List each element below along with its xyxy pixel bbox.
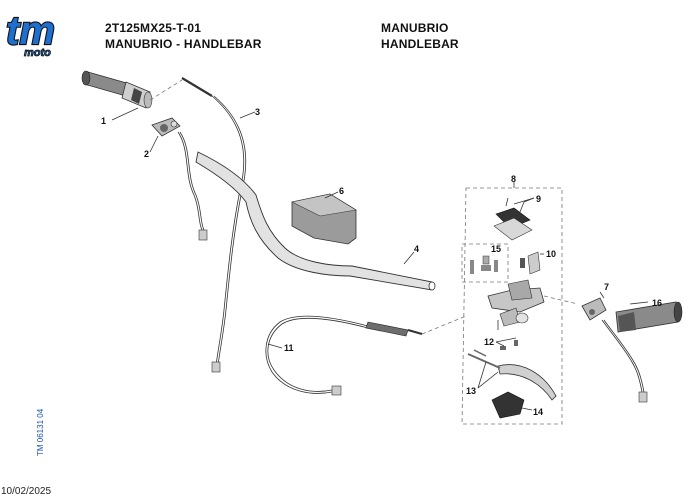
part-number-11: 11 [284,343,294,353]
part-number-12: 12 [484,337,494,347]
part-number-1: 1 [101,116,106,126]
title-italian: MANUBRIO [381,21,449,35]
throttle-grip-assembly [81,70,153,121]
left-switch-assembly [149,117,208,241]
part-number-6: 6 [339,186,344,196]
drawing-date: 10/02/2025 [1,486,52,497]
part-number-2: 2 [144,149,149,159]
part-number-13: 13 [466,386,476,396]
handlebar-tube [195,151,436,291]
title-english: HANDLEBAR [381,37,459,51]
clutch-cable [265,315,467,396]
part-number-8: 8 [511,174,516,184]
right-switch-and-grip [543,291,683,403]
handlebar-pad [291,191,357,245]
logo-moto-text: moto [24,47,51,59]
part-number-9: 9 [536,194,541,204]
part-number-4: 4 [414,244,419,254]
throttle-cable [149,77,256,373]
logo-tm-text: tm [6,9,55,53]
drawing-title: MANUBRIO - HANDLEBAR [105,37,262,51]
drawing-version-code: TM 06131 04 [36,408,45,456]
part-number-10: 10 [546,249,556,259]
part-number-7: 7 [604,282,609,292]
part-number-16: 16 [652,298,662,308]
part-number-3: 3 [255,107,260,117]
drawing-code: 2T125MX25-T-01 [105,21,202,35]
master-cylinder-group [461,182,563,425]
part-number-15: 15 [491,244,501,254]
tm-moto-logo: tm moto [2,8,84,60]
part-number-14: 14 [533,407,543,417]
